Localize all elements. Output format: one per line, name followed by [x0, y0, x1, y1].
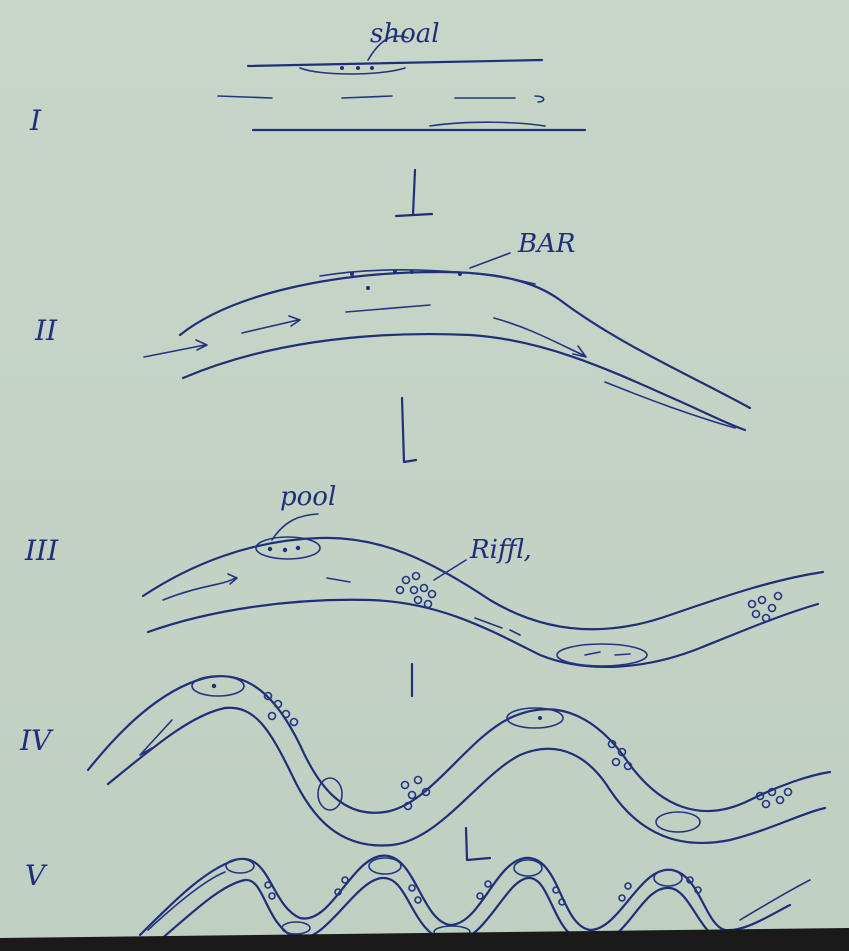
arrow-1-to-2 [396, 170, 432, 216]
stage-2-flow-4 [494, 318, 586, 357]
stage-1-bottom-deposit [430, 122, 545, 126]
stage-2-group: II BAR [34, 229, 750, 430]
stage-1-shoal-dots [340, 66, 374, 70]
stage-1-group: I shoal [29, 19, 585, 137]
stage-3-pool-label: pool [280, 482, 336, 512]
stage-4-top-bank [88, 676, 830, 813]
stage-5-flow-1 [148, 872, 225, 930]
stage-1-top-bank [248, 60, 542, 66]
stage-1-shoal-label: shoal [370, 19, 440, 49]
stage-5-pool-3 [514, 860, 542, 876]
arrow-2-to-3 [402, 398, 416, 462]
stage-3-label: III [24, 534, 59, 567]
stage-3-pool-2 [557, 644, 647, 666]
stage-2-flow-3 [346, 305, 430, 312]
stage-2-flow-1 [144, 340, 207, 357]
stage-3-pool-pointer [272, 514, 318, 540]
stage-1-shoal [300, 68, 405, 74]
stage-3-riffle-label: Riffl, [469, 535, 532, 565]
stage-4-label: IV [19, 724, 54, 757]
stage-4-group: IV [19, 676, 830, 846]
stage-2-bar-pointer [470, 253, 510, 268]
stage-4-riffle-4 [757, 789, 792, 808]
stage-2-bottom-bank [183, 334, 745, 430]
page-bottom-edge [0, 928, 849, 951]
stage-4-pool-2-dot [538, 716, 542, 720]
stage-3-group: III pool Riffl, [24, 482, 823, 667]
stage-1-flow-3 [455, 96, 544, 102]
stage-2-label: II [34, 314, 58, 347]
stage-1-label: I [29, 104, 42, 137]
stage-3-flow-2 [327, 578, 350, 582]
stage-5-label: V [25, 859, 48, 892]
stage-3-pool-1-dots [268, 546, 300, 552]
stage-4-pool-1-dot [212, 684, 216, 688]
stage-4-riffle-2 [402, 777, 430, 810]
stage-4-bottom-bank [108, 708, 825, 846]
stage-2-bar-label: BAR [517, 229, 575, 259]
arrow-4-to-5 [466, 828, 490, 860]
stage-5-pool-2 [369, 858, 401, 874]
stage-1-flow-2 [342, 96, 392, 98]
stage-2-top-bank [180, 272, 750, 408]
stage-3-pool-2-marks [585, 652, 630, 655]
stage-3-bottom-bank [148, 600, 818, 667]
stage-4-riffle-3 [609, 741, 632, 770]
stage-5-pool-5 [282, 922, 310, 934]
stage-1-flow-1 [218, 96, 272, 98]
stage-2-flow-2 [242, 316, 300, 333]
stage-5-pool-4 [654, 870, 682, 886]
stage-5-pool-1 [226, 859, 254, 873]
stage-4-pool-4 [656, 812, 700, 832]
stage-5-top-bank [140, 856, 790, 935]
stage-4-pool-1 [192, 676, 244, 696]
